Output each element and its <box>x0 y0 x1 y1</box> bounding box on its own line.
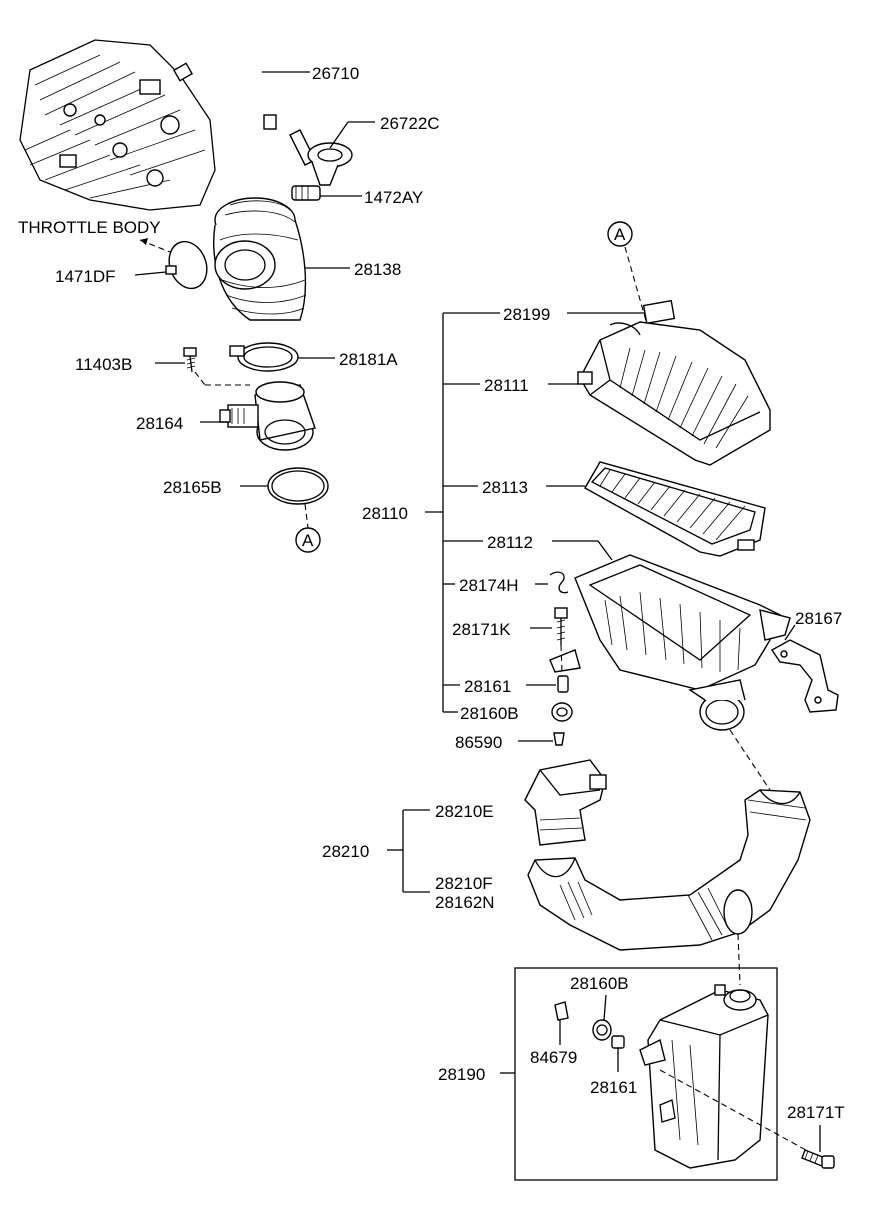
label-28181A: 28181A <box>339 350 398 369</box>
label-11403B: 11403B <box>75 355 132 374</box>
label-28111: 28111 <box>484 376 529 395</box>
hose-clamp-icon <box>291 185 321 201</box>
grommet-icon <box>592 1019 612 1041</box>
bracket-icon <box>549 571 569 594</box>
label-28161-box: 28161 <box>590 1078 637 1097</box>
label-28164: 28164 <box>136 414 183 433</box>
label-28210: 28210 <box>322 842 369 861</box>
air-flow-sensor-icon <box>219 381 316 451</box>
grommet-icon <box>557 675 569 693</box>
throttle-body-label: THROTTLE BODY <box>18 218 161 237</box>
label-1472AY: 1472AY <box>364 188 423 207</box>
ref-circle-a-top: A <box>614 225 626 244</box>
gasket-ring-icon <box>554 1001 569 1021</box>
air-cleaner-cover-icon <box>577 321 771 466</box>
label-28171K: 28171K <box>452 620 511 639</box>
label-28174H: 28174H <box>459 576 519 595</box>
label-28199: 28199 <box>503 305 550 324</box>
resonator-icon <box>639 984 769 1169</box>
label-28110: 28110 <box>362 504 408 523</box>
bolt-icon <box>801 1149 835 1169</box>
grommet-icon <box>551 702 573 722</box>
label-28165B: 28165B <box>163 478 222 497</box>
bolt-icon <box>183 347 197 373</box>
label-86590: 86590 <box>455 733 502 752</box>
label-28160B: 28160B <box>460 704 519 723</box>
gasket-ring-icon <box>267 467 329 505</box>
label-28210F: 28210F <box>435 874 493 893</box>
label-28113: 28113 <box>482 478 528 497</box>
label-28190: 28190 <box>438 1065 485 1084</box>
label-28161: 28161 <box>464 677 511 696</box>
label-28167: 28167 <box>795 609 842 628</box>
ref-circle-a-bottom: A <box>302 531 314 550</box>
engine-manifold-icon <box>19 39 216 211</box>
breather-hose-icon <box>172 39 277 130</box>
label-1471DF: 1471DF <box>55 267 115 286</box>
resonator-group-box <box>514 967 778 1181</box>
intake-hose-icon <box>213 197 307 321</box>
label-28162N: 28162N <box>435 893 495 912</box>
air-duct-icon <box>524 759 811 951</box>
hose-clamp-icon <box>229 342 299 372</box>
label-84679: 84679 <box>530 1048 577 1067</box>
label-28160B-box: 28160B <box>570 974 629 993</box>
air-filter-element-icon <box>584 461 766 557</box>
grommet-icon <box>611 1035 625 1049</box>
bracket-icon <box>770 639 839 713</box>
hose-clamp-icon <box>165 240 208 290</box>
label-28112: 28112 <box>487 533 533 552</box>
label-28138: 28138 <box>354 260 401 279</box>
label-28171T: 28171T <box>787 1103 845 1122</box>
air-cleaner-body-icon <box>549 554 791 731</box>
pcv-fitting-icon <box>289 129 353 186</box>
label-28210E: 28210E <box>435 802 494 821</box>
bolt-icon <box>553 732 565 746</box>
label-26722C: 26722C <box>380 114 440 133</box>
label-26710: 26710 <box>312 64 359 83</box>
bolt-icon <box>554 607 568 645</box>
